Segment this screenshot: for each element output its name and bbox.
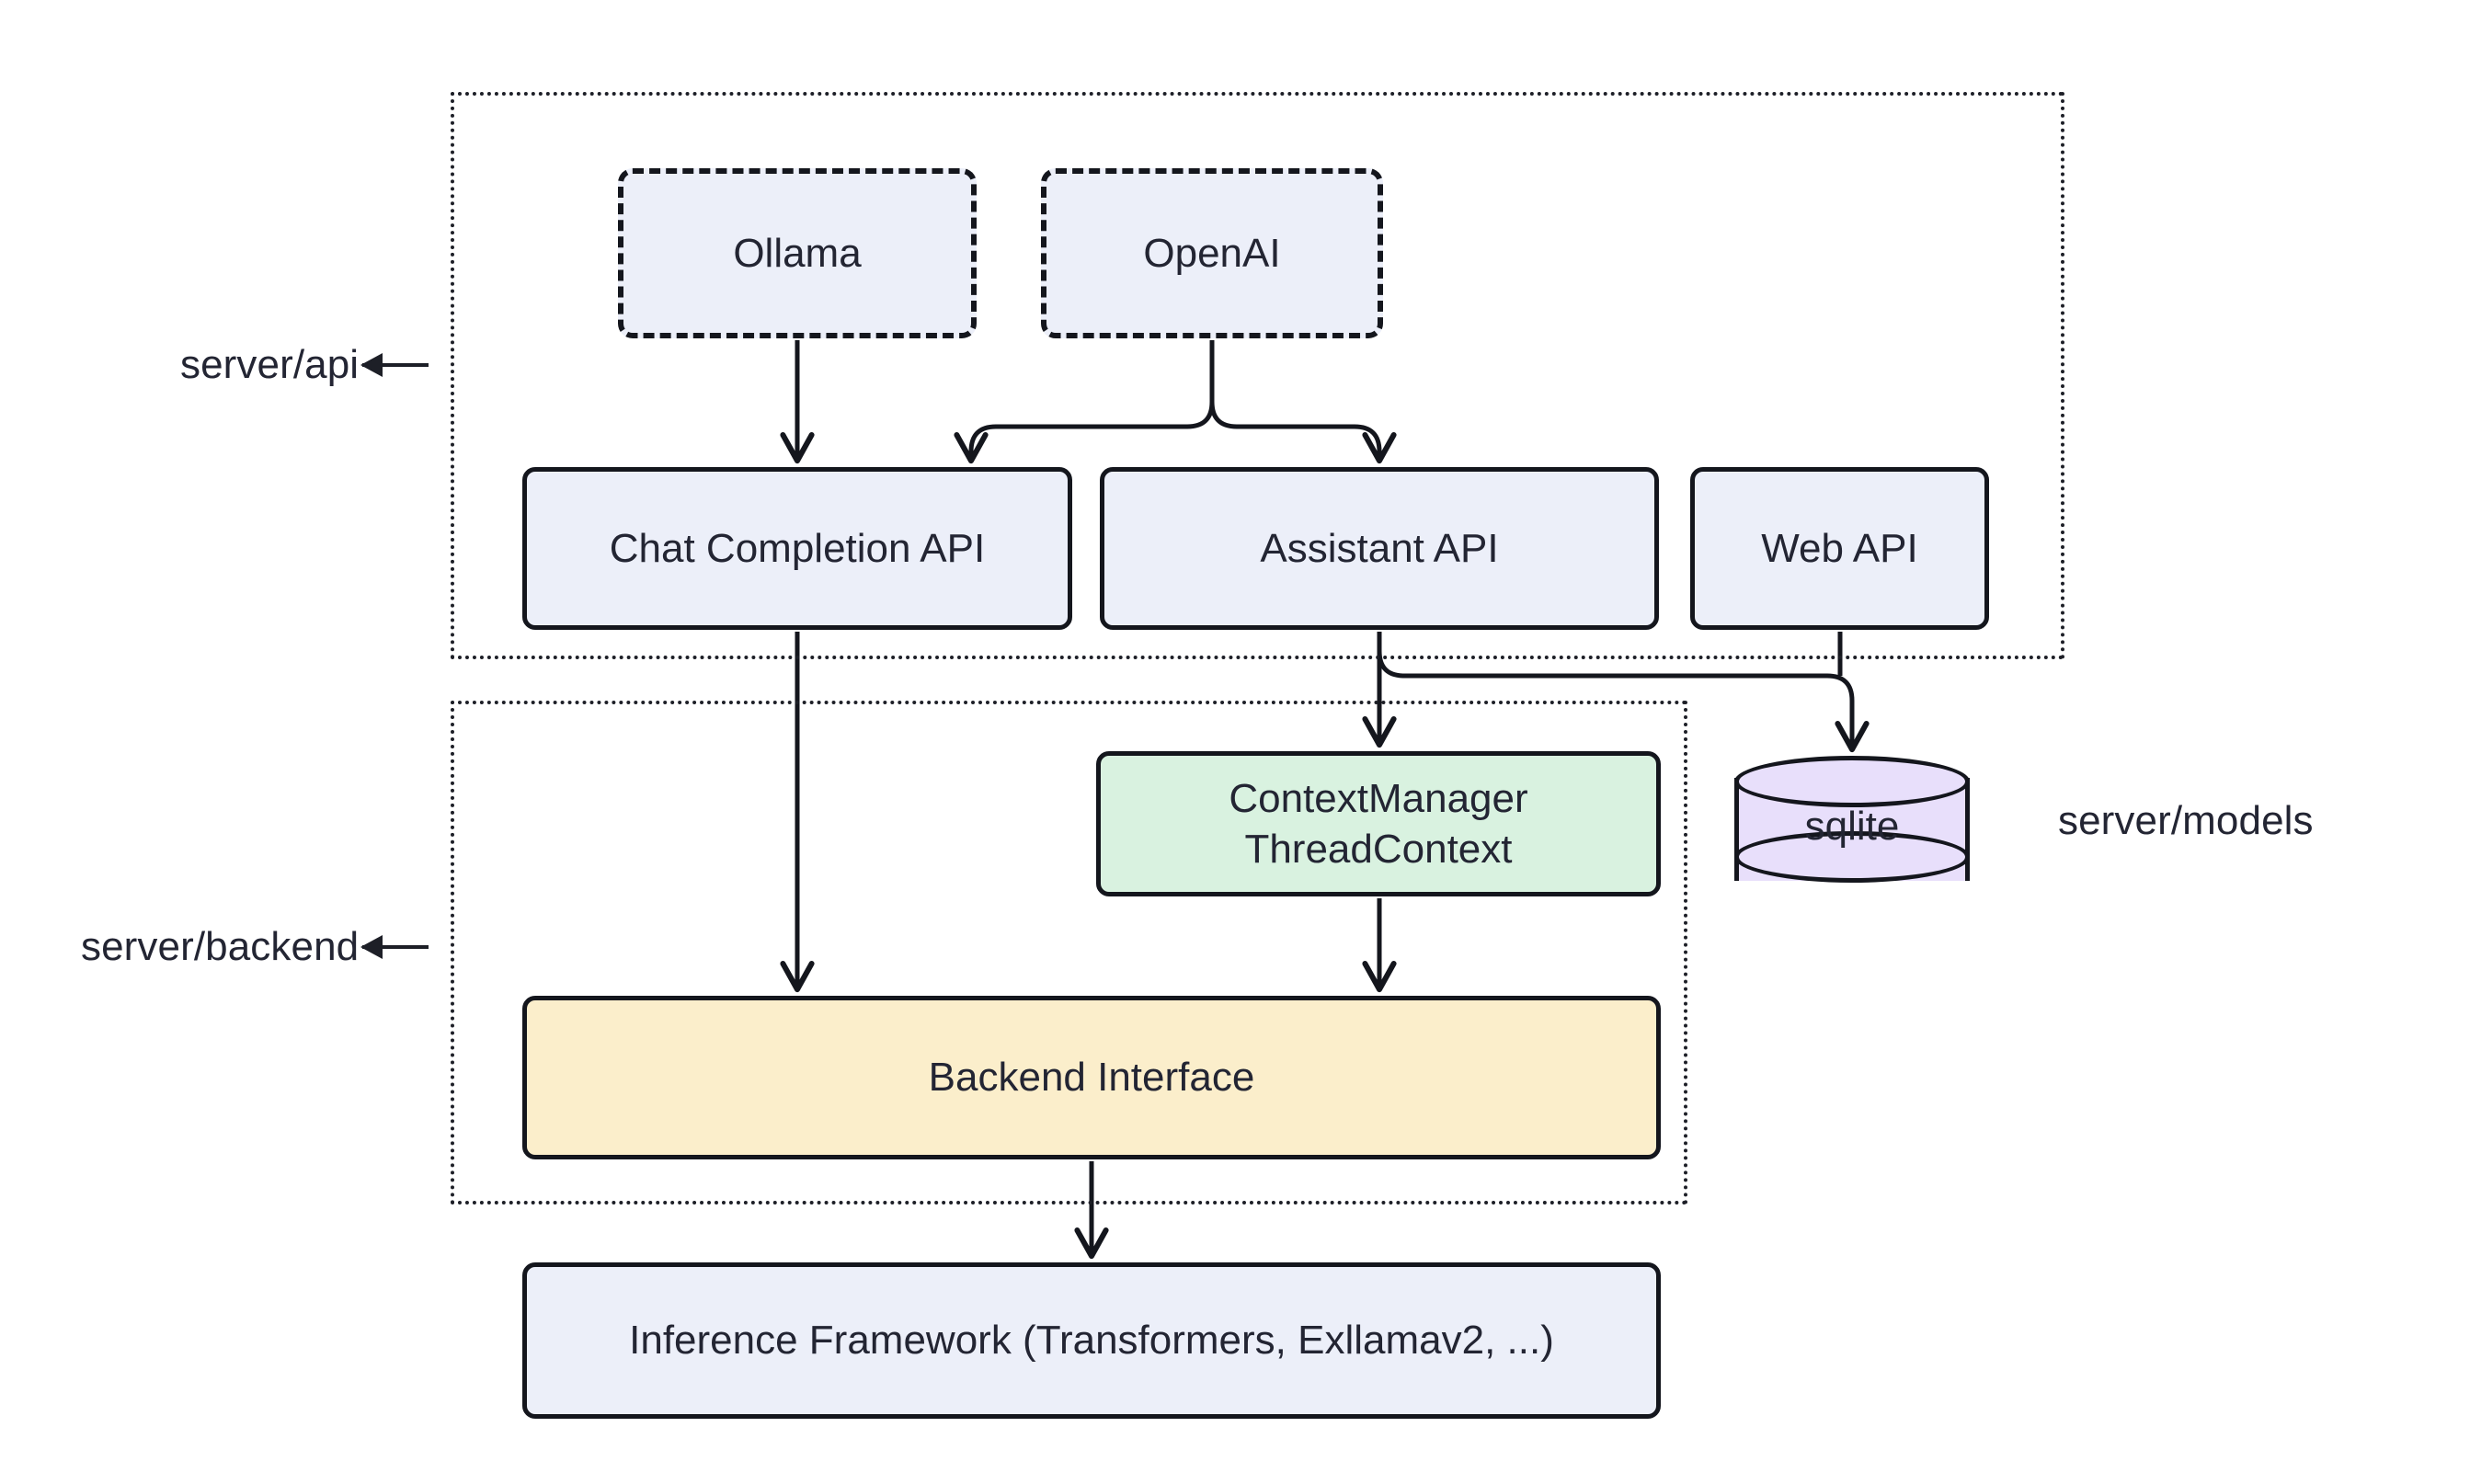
- node-chat-completion-api-label: Chat Completion API: [609, 525, 986, 571]
- node-openai-label: OpenAI: [1143, 230, 1281, 276]
- node-openai[interactable]: OpenAI: [1041, 168, 1383, 338]
- cluster-label-server-backend-text: server/backend: [81, 924, 360, 969]
- node-backend-interface[interactable]: Backend Interface: [522, 996, 1661, 1159]
- cluster-server-api: [451, 92, 2064, 659]
- node-web-api[interactable]: Web API: [1690, 467, 1989, 630]
- sqlite-cylinder-top: [1734, 756, 1970, 807]
- sqlite-cylinder-bottom: [1734, 831, 1970, 883]
- node-chat-completion-api[interactable]: Chat Completion API: [522, 467, 1072, 630]
- node-assistant-api[interactable]: Assistant API: [1100, 467, 1659, 630]
- leader-arrow-server-backend: [360, 935, 429, 959]
- cluster-label-server-api: server/api: [180, 342, 429, 388]
- node-sqlite-database[interactable]: sqlite: [1734, 756, 1970, 903]
- node-ollama[interactable]: Ollama: [618, 168, 977, 338]
- node-inference-framework[interactable]: Inference Framework (Transformers, Exlla…: [522, 1262, 1661, 1419]
- node-sqlite-label: sqlite: [1804, 804, 1900, 849]
- node-inference-framework-label: Inference Framework (Transformers, Exlla…: [629, 1318, 1554, 1364]
- node-web-api-label: Web API: [1761, 525, 1918, 571]
- label-server-models-text: server/models: [2058, 798, 2314, 843]
- node-ollama-label: Ollama: [733, 230, 862, 276]
- node-context-manager[interactable]: ContextManager ThreadContext: [1096, 751, 1661, 896]
- node-context-manager-label-line1: ContextManager: [1229, 775, 1528, 821]
- cluster-label-server-backend: server/backend: [81, 924, 429, 970]
- node-context-manager-labels: ContextManager ThreadContext: [1229, 773, 1527, 875]
- node-backend-interface-label: Backend Interface: [928, 1055, 1255, 1101]
- node-assistant-api-label: Assistant API: [1260, 525, 1499, 571]
- leader-arrow-server-api: [360, 353, 429, 377]
- cluster-server-backend: [451, 701, 1687, 1204]
- node-context-manager-label-line2: ThreadContext: [1244, 827, 1513, 872]
- label-server-models: server/models: [2058, 798, 2314, 844]
- cluster-label-server-api-text: server/api: [180, 342, 360, 387]
